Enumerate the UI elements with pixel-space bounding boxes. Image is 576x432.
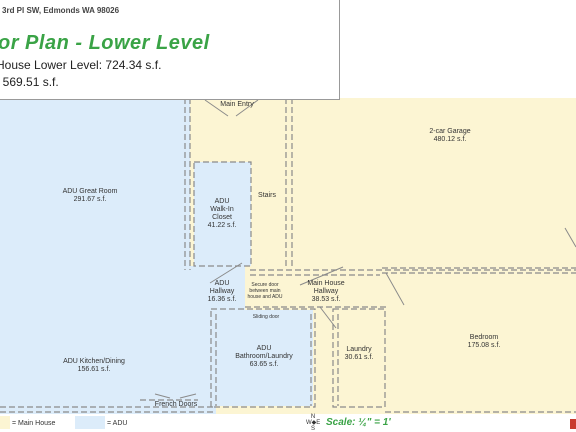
room-area: 480.12 s.f. (433, 136, 467, 143)
room-walkin-closet: ADU Walk-In Closet 41.22 s.f. (196, 198, 248, 230)
kitchen-fill (0, 310, 216, 414)
room-area: 30.61 s.f. (344, 354, 374, 361)
room-name: ADU Hallway (209, 280, 235, 295)
room-area: 175.08 s.f. (467, 342, 501, 349)
room-name: ADU Bathroom/Laundry (235, 345, 293, 360)
adu-hallway-fill (190, 266, 245, 314)
floor-plan (0, 98, 576, 414)
adu-legend-text: = ADU (107, 420, 128, 427)
room-name: Bedroom (469, 334, 499, 341)
compass-icon: N W◆E S (306, 414, 321, 432)
room-area: 156.61 s.f. (77, 366, 111, 373)
room-name: ADU Kitchen/Dining (63, 358, 125, 365)
room-name: ADU Great Room (62, 188, 118, 195)
page-title: or Plan - Lower Level (0, 32, 210, 54)
main-house-swatch (0, 416, 10, 429)
room-name: ADU Walk-In Closet (210, 198, 234, 221)
french-doors-label: French Doors (154, 401, 198, 408)
room-area: 63.65 s.f. (249, 361, 279, 368)
bathroom-fill (216, 310, 313, 406)
room-name: Laundry (346, 346, 372, 353)
room-area: 16.36 s.f. (207, 296, 237, 303)
sliding-door-label: Sliding door (252, 314, 280, 320)
room-main-hallway: Main House Hallway 38.53 s.f. (296, 280, 356, 304)
room-area: 41.22 s.f. (207, 222, 237, 229)
room-adu-hallway: ADU Hallway 16.36 s.f. (196, 280, 248, 304)
legend: = Main House = ADU (0, 414, 576, 432)
header-panel: 3rd Pl SW, Edmonds WA 98026 or Plan - Lo… (0, 0, 340, 100)
room-laundry: Laundry 30.61 s.f. (334, 346, 384, 362)
room-kitchen: ADU Kitchen/Dining 156.61 s.f. (42, 358, 146, 374)
adu-swatch (75, 416, 105, 429)
room-area: 38.53 s.f. (311, 296, 341, 303)
main-house-area-text: House Lower Level: 724.34 s.f. (0, 58, 162, 72)
secure-door-label: Secure door between main house and ADU (247, 282, 283, 300)
document-icon (570, 419, 576, 429)
main-entry-label: Main Entry (220, 101, 254, 108)
room-great-room: ADU Great Room 291.67 s.f. (40, 188, 140, 204)
room-bathroom: ADU Bathroom/Laundry 63.65 s.f. (214, 345, 314, 369)
address: 3rd Pl SW, Edmonds WA 98026 (2, 6, 120, 15)
stairs-label: Stairs (258, 192, 276, 199)
room-name: 2-car Garage (429, 128, 471, 135)
scale-label: Scale: ¼" = 1' (326, 417, 391, 428)
room-area: 291.67 s.f. (73, 196, 107, 203)
room-garage: 2-car Garage 480.12 s.f. (400, 128, 500, 144)
main-house-legend-text: = Main House (12, 420, 56, 427)
closet-fill (194, 162, 251, 266)
adu-area-text: : 569.51 s.f. (0, 75, 59, 89)
room-bedroom: Bedroom 175.08 s.f. (434, 334, 534, 350)
room-name: Main House Hallway (307, 280, 345, 295)
